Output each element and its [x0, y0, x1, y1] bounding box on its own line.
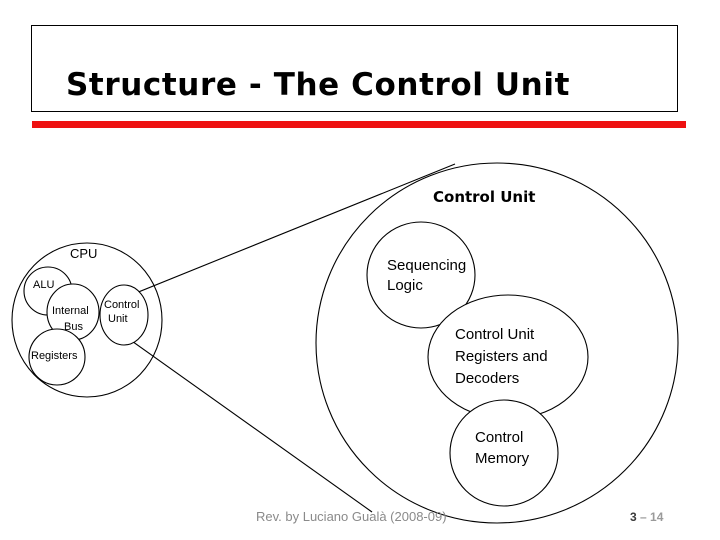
page-number: 3 – 14 [630, 510, 663, 524]
sequencing-logic-circle [366, 221, 476, 329]
sequencing-logic-label-line2: Logic [387, 277, 423, 294]
zoom-connector-upper [125, 163, 456, 298]
title-underline-rule [32, 121, 686, 128]
zoom-connector-lower [121, 333, 373, 513]
cpu-outer-circle [11, 242, 163, 398]
cu-registers-decoders-label-line2: Registers and [455, 348, 548, 365]
cpu-control-unit-label-line2: Unit [108, 313, 128, 325]
page-number-chapter: 3 [630, 510, 637, 524]
control-memory-label-line2: Memory [475, 450, 530, 467]
sequencing-logic-label-line1: Sequencing [387, 257, 466, 274]
cu-registers-decoders-label-line1: Control Unit [455, 326, 535, 343]
registers-label: Registers [31, 350, 78, 362]
cpu-label: CPU [70, 246, 97, 261]
cpu-control-unit-circle [99, 284, 149, 346]
control-unit-outer-circle [315, 162, 679, 524]
title-box: Structure - The Control Unit [31, 25, 678, 112]
page-title: Structure - The Control Unit [66, 67, 570, 103]
cpu-control-unit-label-line1: Control [104, 299, 139, 311]
page-number-rest: – 14 [640, 510, 664, 524]
footer-revision-note: Rev. by Luciano Gualà (2008-09) [256, 509, 447, 524]
internal-bus-label-line1: Internal [52, 305, 89, 317]
alu-label: ALU [33, 279, 54, 291]
registers-circle [28, 328, 86, 386]
cu-registers-decoders-label-line3: Decoders [455, 370, 519, 387]
internal-bus-label-line2: Bus [64, 321, 83, 333]
control-unit-title: Control Unit [433, 188, 535, 206]
control-memory-label-line1: Control [475, 429, 523, 446]
control-memory-circle [449, 399, 559, 507]
